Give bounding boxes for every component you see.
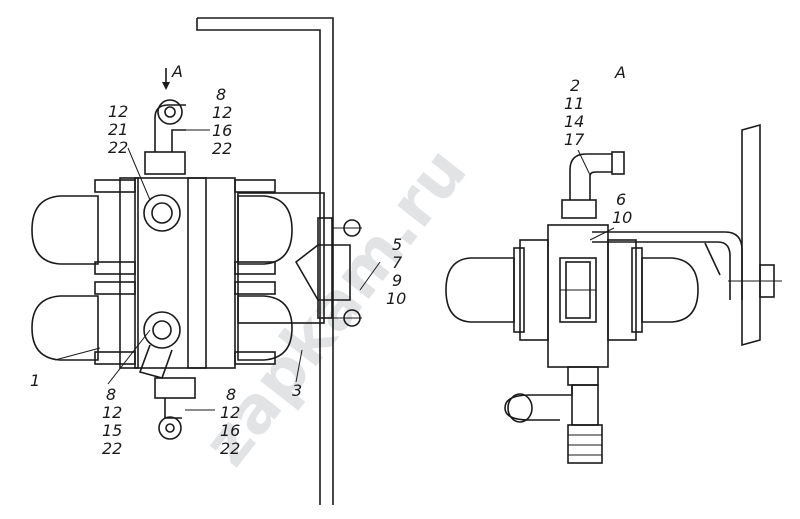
view-a-label-left: A — [171, 62, 183, 81]
right-top-hex — [561, 199, 597, 219]
label-17: 17 — [564, 130, 585, 149]
label-22-top: 22 — [108, 138, 128, 157]
right-cap-right — [641, 257, 699, 323]
bracket-boss — [294, 244, 351, 301]
label-12-bottom-right: 12 — [220, 403, 240, 422]
label-10-left: 10 — [386, 289, 406, 308]
label-12-bottom-left: 12 — [102, 403, 122, 422]
label-12-top-right: 12 — [212, 103, 232, 122]
label-15: 15 — [102, 421, 122, 440]
label-3: 3 — [292, 381, 302, 400]
bottom-hex-fitting — [154, 377, 196, 399]
label-12-top: 12 — [108, 102, 128, 121]
label-22-bottom-left: 22 — [102, 439, 122, 458]
cap-top-right — [237, 195, 293, 265]
label-22-top-right: 22 — [212, 139, 232, 158]
cap-bottom-left — [31, 295, 99, 361]
right-bottom-fitting — [571, 384, 599, 426]
label-22-bottom-right: 22 — [220, 439, 240, 458]
label-9: 9 — [392, 271, 402, 290]
mounting-plate — [197, 17, 334, 505]
label-16-bottom: 16 — [220, 421, 240, 440]
right-bottom-elbow — [504, 385, 573, 421]
label-2: 2 — [570, 76, 580, 95]
right-top-elbow — [569, 153, 612, 200]
label-8-bottom-right: 8 — [226, 385, 236, 404]
right-valve-body — [547, 224, 609, 368]
view-a-label-right: A — [614, 63, 626, 82]
lower-union-nut — [143, 311, 181, 349]
label-6: 6 — [616, 190, 626, 209]
left-view — [31, 17, 381, 505]
angled-fitting — [138, 344, 173, 379]
top-hex-fitting — [144, 151, 186, 175]
right-cap-left — [445, 257, 515, 323]
label-7: 7 — [392, 253, 403, 272]
label-8-bottom-left: 8 — [106, 385, 116, 404]
label-21: 21 — [108, 120, 128, 139]
right-view — [445, 123, 782, 464]
right-bottom-threaded — [567, 424, 603, 464]
label-16-top: 16 — [212, 121, 232, 140]
top-union-nut — [143, 194, 181, 232]
label-10-right: 10 — [612, 208, 632, 227]
label-5: 5 — [392, 235, 402, 254]
cap-top-left — [31, 195, 99, 265]
label-14: 14 — [564, 112, 584, 131]
label-11: 11 — [564, 94, 584, 113]
label-1: 1 — [30, 371, 40, 390]
valve-body — [134, 177, 236, 369]
cap-bottom-right — [237, 295, 293, 361]
label-8-top: 8 — [216, 85, 226, 104]
right-mount-plate — [741, 123, 761, 347]
bottom-pipe-end — [158, 416, 182, 440]
